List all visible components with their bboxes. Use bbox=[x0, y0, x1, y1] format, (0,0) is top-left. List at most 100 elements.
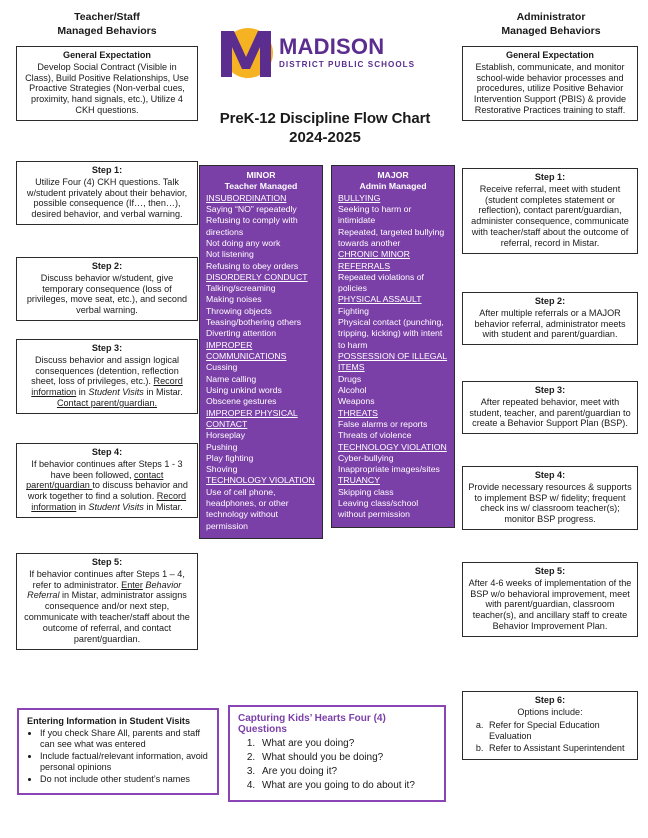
behavior-item: Weapons bbox=[338, 396, 375, 407]
behavior-category-heading: DISORDERLY CONDUCT bbox=[206, 271, 308, 282]
behavior-item: Leaving class/school without permission bbox=[338, 498, 419, 520]
behavior-item: Threats of violence bbox=[338, 430, 412, 441]
left-step-5-body: If behavior continues after Steps 1 – 4,… bbox=[24, 568, 190, 644]
behavior-item: Pushing bbox=[206, 441, 238, 452]
madison-logo-text: MADISON DISTRICT PUBLIC SCHOOLS bbox=[279, 36, 415, 69]
ckh-questions-box: Capturing Kids’ Hearts Four (4) Question… bbox=[228, 705, 446, 802]
behavior-category-heading: PHYSICAL ASSAULT bbox=[338, 294, 422, 305]
behavior-category-heading: POSSESSION OF ILLEGAL ITEMS bbox=[338, 351, 448, 373]
behavior-item: False alarms or reports bbox=[338, 418, 428, 429]
behavior-category-heading: IMPROPER PHYSICAL CONTACT bbox=[206, 407, 298, 429]
right-step-5-title: Step 5: bbox=[534, 566, 566, 576]
list-item: Are you doing it? bbox=[258, 765, 436, 778]
right-step-6-box: Step 6: Options include: Refer for Speci… bbox=[462, 691, 638, 760]
right-step-4-box: Step 4: Provide necessary resources & su… bbox=[462, 466, 638, 531]
list-item: Refer for Special Education Evaluation bbox=[486, 720, 632, 742]
left-general-expectation-body: Develop Social Contract (Visible in Clas… bbox=[25, 61, 189, 116]
right-step-2-title: Step 2: bbox=[534, 296, 566, 306]
page-title: PreK-12 Discipline Flow Chart 2024-2025 bbox=[205, 110, 445, 146]
behavior-item: Talking/screaming bbox=[206, 283, 276, 294]
ckh-questions-list: What are you doing?What should you be do… bbox=[238, 737, 436, 792]
list-item: Refer to Assistant Superintendent bbox=[486, 743, 632, 754]
behavior-item: Shoving bbox=[206, 464, 238, 475]
page-title-line1: PreK-12 Discipline Flow Chart bbox=[219, 110, 431, 127]
left-step-3-body: Discuss behavior and assign logical cons… bbox=[31, 354, 183, 409]
right-step-3-body: After repeated behavior, meet with stude… bbox=[469, 396, 631, 429]
right-step-3-box: Step 3: After repeated behavior, meet wi… bbox=[462, 381, 638, 435]
madison-logo: MADISON DISTRICT PUBLIC SCHOOLS bbox=[217, 22, 432, 84]
left-step-1-body: Utilize Four (4) CKH questions. Talk w/s… bbox=[26, 176, 188, 220]
ckh-questions-title: Capturing Kids’ Hearts Four (4) Question… bbox=[238, 713, 386, 735]
list-item: If you check Share All, parents and staf… bbox=[40, 728, 209, 751]
behavior-item: Refusing to comply with directions bbox=[206, 215, 298, 237]
behavior-category-heading: IMPROPER COMMUNICATIONS bbox=[206, 339, 287, 361]
left-column-heading: Teacher/Staff Managed Behaviors bbox=[14, 10, 200, 38]
right-step-3-title: Step 3: bbox=[534, 385, 566, 395]
left-general-expectation-box: General Expectation Develop Social Contr… bbox=[16, 46, 198, 121]
behavior-item: Skipping class bbox=[338, 486, 394, 497]
left-step-4-box: Step 4: If behavior continues after Step… bbox=[16, 443, 198, 518]
list-item: Do not include other student’s names bbox=[40, 774, 209, 785]
madison-logo-name: MADISON bbox=[279, 34, 385, 60]
behavior-item: Alcohol bbox=[338, 384, 367, 395]
right-step-2-box: Step 2: After multiple referrals or a MA… bbox=[462, 292, 638, 346]
right-step-5-box: Step 5: After 4-6 weeks of implementatio… bbox=[462, 562, 638, 637]
left-step-4-title: Step 4: bbox=[91, 447, 123, 457]
left-step-2-box: Step 2: Discuss behavior w/student, give… bbox=[16, 257, 198, 322]
right-general-expectation-body: Establish, communicate, and monitor scho… bbox=[473, 61, 627, 116]
entering-information-list: If you check Share All, parents and staf… bbox=[27, 728, 209, 785]
behavior-item: Throwing objects bbox=[206, 305, 272, 316]
behavior-item: Not listening bbox=[206, 249, 254, 260]
right-heading-line2: Managed Behaviors bbox=[501, 25, 601, 38]
right-step-6-subtitle: Options include: bbox=[517, 706, 583, 717]
left-step-3-box: Step 3: Discuss behavior and assign logi… bbox=[16, 339, 198, 414]
behavior-category-heading: INSUBORDINATION bbox=[206, 192, 287, 203]
left-step-4-body: If behavior continues after Steps 1 - 3 … bbox=[26, 458, 188, 513]
left-heading-line2: Managed Behaviors bbox=[57, 25, 157, 38]
entering-information-box: Entering Information in Student Visits I… bbox=[17, 708, 219, 795]
left-general-expectation-title: General Expectation bbox=[63, 50, 151, 60]
left-heading-line1: Teacher/Staff bbox=[74, 11, 140, 23]
left-step-1-box: Step 1: Utilize Four (4) CKH questions. … bbox=[16, 161, 198, 226]
behavior-item: Seeking to harm or intimidate bbox=[338, 203, 412, 226]
right-step-1-box: Step 1: Receive referral, meet with stud… bbox=[462, 168, 638, 254]
minor-title-line1: MINOR bbox=[246, 170, 276, 180]
left-step-3-title: Step 3: bbox=[91, 343, 123, 353]
behavior-item: Using unkind words bbox=[206, 384, 282, 395]
list-item: Include factual/relevant information, av… bbox=[40, 751, 209, 774]
right-general-expectation-box: General Expectation Establish, communica… bbox=[462, 46, 638, 121]
right-heading-line1: Administrator bbox=[516, 11, 586, 23]
behavior-item: Teasing/bothering others bbox=[206, 317, 302, 328]
behavior-item: Drugs bbox=[338, 373, 362, 384]
list-item: What should you be doing? bbox=[258, 751, 436, 764]
major-title-line1: MAJOR bbox=[377, 170, 409, 180]
left-step-1-title: Step 1: bbox=[91, 165, 123, 175]
behavior-item: Obscene gestures bbox=[206, 396, 277, 407]
behavior-item: Cyber-bullying bbox=[338, 452, 394, 463]
behavior-item: Use of cell phone, headphones, or other … bbox=[206, 486, 289, 531]
behavior-item: Repeated, targeted bullying towards anot… bbox=[338, 226, 445, 248]
right-step-6-title: Step 6: bbox=[534, 695, 566, 705]
behavior-category-heading: TRUANCY bbox=[338, 475, 380, 486]
right-step-4-body: Provide necessary resources & supports t… bbox=[468, 481, 632, 525]
behavior-item: Name calling bbox=[206, 373, 257, 384]
right-column-heading: Administrator Managed Behaviors bbox=[458, 10, 644, 38]
madison-logo-subtitle: DISTRICT PUBLIC SCHOOLS bbox=[279, 60, 416, 70]
major-title-line2: Admin Managed bbox=[359, 181, 427, 192]
behavior-item: Inappropriate images/sites bbox=[338, 464, 440, 475]
list-item: What are you doing? bbox=[258, 737, 436, 750]
minor-title-line2: Teacher Managed bbox=[224, 181, 298, 192]
behavior-item: Repeated violations of policies bbox=[338, 271, 424, 294]
behavior-category-heading: CHRONIC MINOR REFERRALS bbox=[338, 249, 410, 271]
behavior-item: Cussing bbox=[206, 362, 238, 373]
behavior-item: Physical contact (punching, tripping, ki… bbox=[338, 317, 444, 350]
right-step-2-body: After multiple referrals or a MAJOR beha… bbox=[474, 307, 626, 340]
behavior-category-heading: TECHNOLOGY VIOLATION bbox=[338, 441, 447, 452]
page-title-line2: 2024-2025 bbox=[289, 129, 361, 146]
entering-information-title: Entering Information in Student Visits bbox=[27, 716, 191, 726]
behavior-category-heading: BULLYING bbox=[338, 192, 381, 203]
